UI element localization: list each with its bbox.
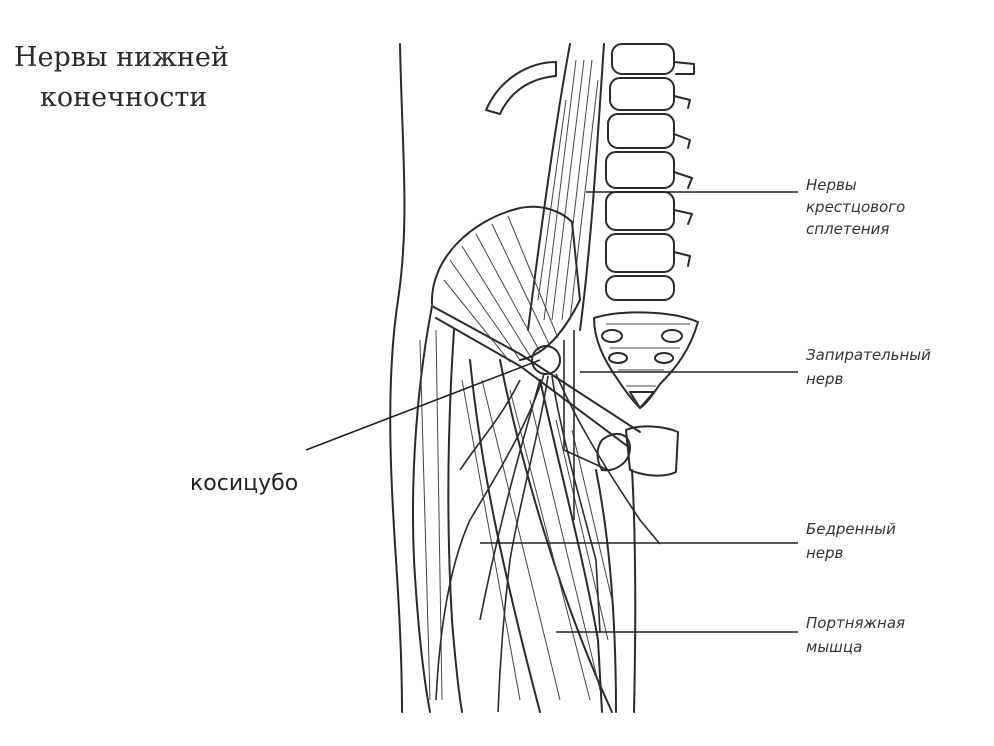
leader-pointer bbox=[305, 359, 541, 451]
psoas-muscle bbox=[527, 43, 605, 331]
label-sartorius-2: мышца bbox=[806, 638, 862, 656]
obturator-foramen bbox=[596, 432, 631, 472]
label-sartorius-1: Портняжная bbox=[806, 614, 905, 632]
label-pointer: косицубо bbox=[190, 471, 298, 496]
label-sacral-2: крестцового bbox=[806, 198, 905, 216]
label-femoral-2: нерв bbox=[806, 544, 844, 562]
label-sacral-1: Нервы bbox=[806, 176, 857, 194]
title-line-1: Нервы нижней bbox=[14, 42, 229, 73]
femoral-head bbox=[531, 345, 561, 375]
title-line-2: конечности bbox=[40, 82, 207, 113]
iliacus-fibers bbox=[443, 215, 559, 363]
vertebral-column bbox=[605, 43, 695, 301]
label-obturator-2: нерв bbox=[806, 370, 844, 388]
label-femoral-1: Бедренный bbox=[806, 520, 896, 538]
pubic-bone bbox=[625, 425, 679, 477]
label-sacral-3: сплетения bbox=[806, 220, 889, 238]
rib bbox=[485, 61, 557, 115]
iliac-wing bbox=[430, 205, 581, 361]
label-obturator-1: Запирательный bbox=[806, 346, 931, 364]
inguinal-ligament bbox=[431, 305, 641, 449]
thigh-muscles bbox=[411, 305, 637, 713]
leader-lines bbox=[305, 191, 798, 633]
anatomy-illustration bbox=[389, 43, 699, 713]
nerve-branches bbox=[435, 330, 661, 713]
sacrum bbox=[593, 311, 699, 409]
body-left-outline bbox=[389, 43, 406, 713]
psoas-fibers bbox=[537, 59, 599, 321]
